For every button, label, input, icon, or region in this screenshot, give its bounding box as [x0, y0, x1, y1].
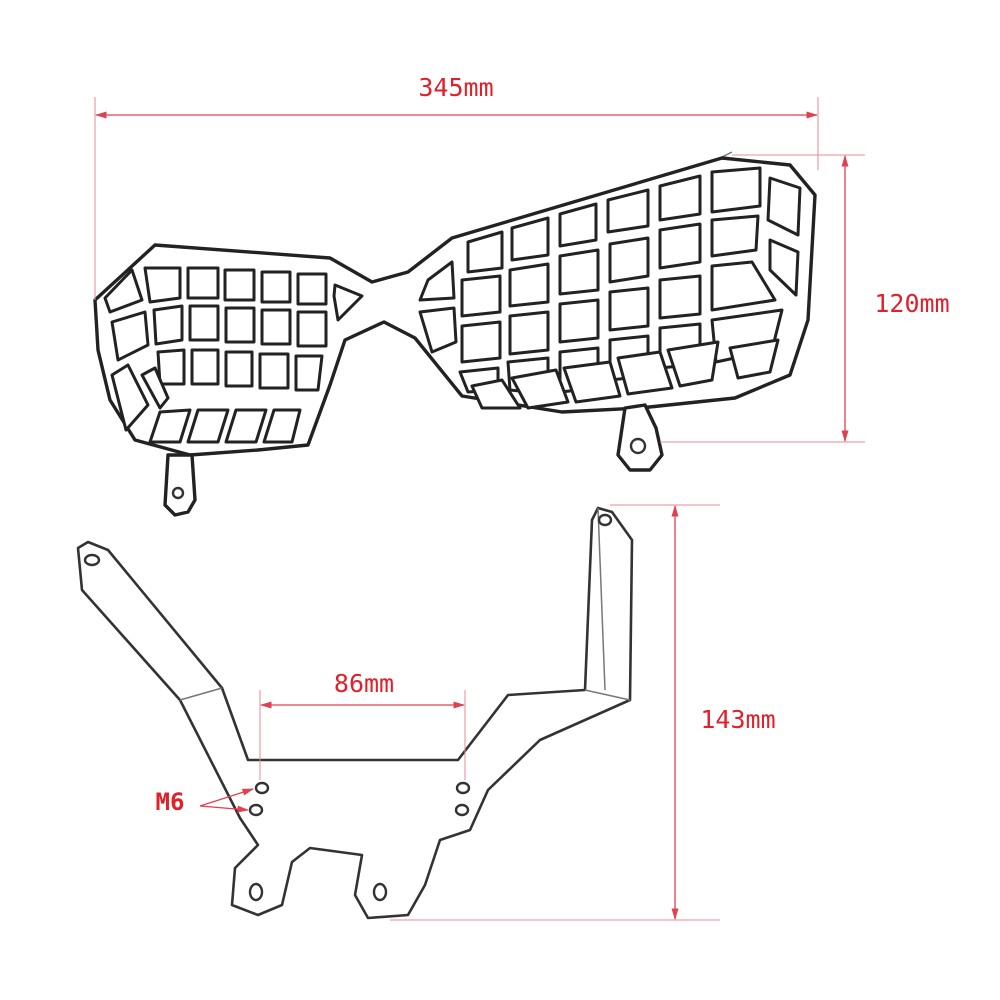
mesh-cell: [152, 304, 184, 346]
mesh-cell: [332, 283, 364, 322]
bracket-height-label: 143mm: [700, 705, 775, 734]
guard-right-tab: [616, 403, 664, 472]
mesh-cell: [224, 350, 254, 388]
mesh-cell: [418, 260, 456, 302]
m6-hole-upper-right: [455, 781, 471, 795]
mesh-cell: [510, 216, 550, 262]
mesh-cell: [186, 408, 230, 444]
mesh-cell: [710, 214, 760, 258]
mesh-cell: [262, 408, 302, 444]
guard-left-mesh: [103, 266, 364, 444]
bracket-top-left-hole: [83, 553, 101, 567]
mesh-cell: [766, 176, 802, 237]
mesh-cell: [418, 306, 458, 354]
mount-spacing-label: 86mm: [334, 669, 394, 698]
bracket-bend-left: [179, 687, 223, 701]
mesh-cell: [558, 298, 600, 344]
mesh-cell: [608, 236, 650, 284]
mesh-cell: [190, 348, 220, 386]
dimension-height: 120mm: [660, 154, 950, 443]
mesh-cell: [562, 360, 622, 404]
mesh-cell: [460, 274, 502, 318]
bracket-foot-left-hole: [248, 882, 264, 902]
mesh-cell: [186, 266, 220, 300]
m6-hole-lower-left: [248, 803, 264, 817]
mesh-cell: [296, 272, 328, 306]
leader-line: [199, 788, 255, 807]
mesh-cell: [658, 274, 702, 320]
bracket-bend-right: [584, 689, 631, 701]
left-tab-hole: [171, 486, 185, 500]
mesh-cell: [510, 368, 570, 410]
mesh-cell: [558, 248, 600, 296]
right-tab-hole: [629, 437, 647, 455]
mesh-cell: [143, 266, 182, 304]
mesh-cell: [224, 408, 268, 444]
leader-line: [199, 805, 250, 813]
dimension-mount-spacing: 86mm: [259, 669, 466, 780]
bracket-edge-right: [597, 507, 606, 691]
mesh-cell: [508, 262, 550, 308]
mesh-cell: [460, 320, 502, 364]
mesh-cell: [296, 310, 328, 348]
mesh-cell: [616, 350, 674, 396]
mesh-cell: [224, 306, 256, 344]
guard-right-mesh: [418, 166, 802, 410]
mesh-cell: [710, 166, 762, 214]
mesh-cell: [103, 268, 144, 314]
dimension-bracket-height: 143mm: [390, 504, 776, 921]
mesh-cell: [294, 354, 324, 392]
mesh-cell: [658, 222, 702, 270]
mesh-cell: [558, 202, 598, 248]
mesh-cell: [260, 308, 292, 346]
height-label: 120mm: [874, 289, 949, 318]
bracket-foot-right-hole: [372, 882, 388, 902]
m6-hole-lower-right: [454, 803, 470, 817]
mesh-cell: [666, 340, 720, 388]
width-label: 345mm: [418, 73, 493, 102]
dimension-width: 345mm: [94, 73, 819, 300]
mesh-cell: [258, 352, 290, 390]
mesh-cell: [608, 286, 650, 332]
bracket-outline: [76, 506, 634, 920]
mesh-cell: [658, 174, 702, 222]
mesh-cell: [110, 310, 150, 362]
guard-left-tab: [163, 453, 197, 517]
mesh-cell: [223, 268, 256, 302]
mesh-cell: [466, 230, 504, 274]
mesh-cell: [260, 270, 292, 304]
bracket-top-right-hole: [597, 513, 613, 527]
bolt-size-label: M6: [156, 788, 185, 816]
mesh-cell: [140, 366, 170, 410]
mesh-cell: [606, 188, 650, 234]
bolt-callout: M6: [156, 788, 255, 816]
mounting-bracket: [76, 506, 634, 920]
mesh-cell: [110, 363, 150, 432]
m6-hole-upper-left: [254, 781, 270, 795]
mesh-cell: [470, 378, 522, 410]
mesh-cell: [728, 338, 780, 380]
mesh-cell: [148, 408, 192, 444]
mesh-cell: [768, 238, 800, 297]
mesh-cell: [188, 304, 220, 342]
mesh-cell: [710, 260, 777, 312]
mesh-cell: [156, 348, 186, 386]
headlight-guard: [93, 151, 817, 517]
mesh-cell: [508, 310, 550, 356]
